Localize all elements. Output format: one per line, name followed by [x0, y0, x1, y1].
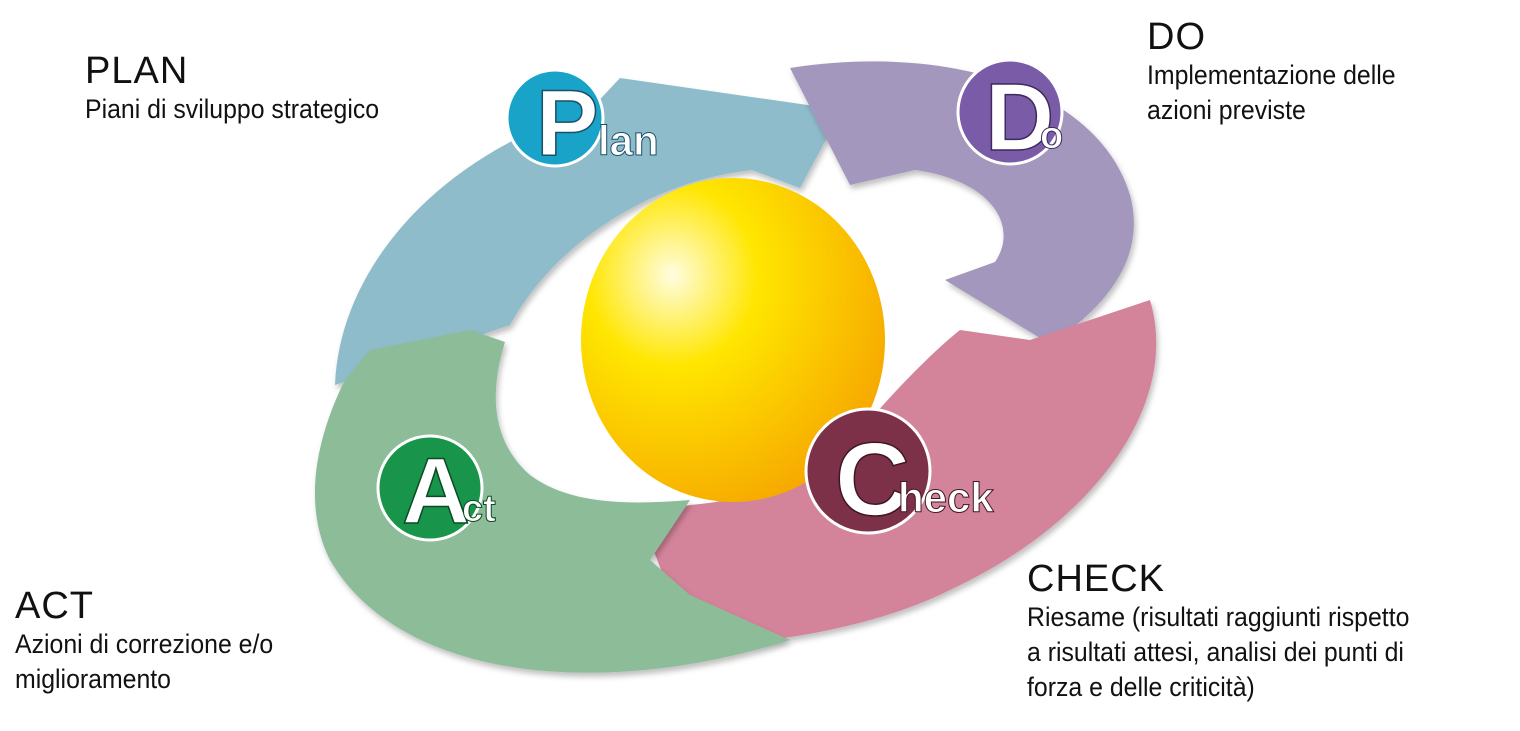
do-badge-letter: D [985, 64, 1054, 171]
center-sphere [581, 178, 885, 502]
act-badge-letter: A [402, 438, 470, 543]
act-badge: A ct [376, 434, 497, 544]
check-badge: C heck [804, 407, 995, 539]
check-heading: CHECK [1027, 558, 1166, 600]
act-arrow [314, 330, 790, 673]
do-label: DO Implementazione delle azioni previste [1147, 16, 1417, 128]
plan-heading: PLAN [85, 50, 189, 92]
check-description: Riesame (risultati raggiunti rispetto a … [1027, 602, 1410, 702]
check-badge-suffix: heck [898, 474, 994, 521]
do-badge: D o [956, 58, 1064, 172]
do-badge-suffix: o [1040, 115, 1063, 157]
plan-description: Piani di sviluppo strategico [85, 94, 380, 124]
do-description: Implementazione delle azioni previste [1147, 60, 1396, 125]
plan-badge-letter: P [536, 70, 599, 175]
plan-badge: P lan [505, 68, 659, 176]
plan-label: PLAN Piani di sviluppo strategico [85, 50, 405, 127]
act-description: Azioni di correzione e/o miglioramento [15, 629, 274, 694]
plan-badge-suffix: lan [598, 117, 659, 164]
act-badge-suffix: ct [462, 488, 496, 530]
check-label: CHECK Riesame (risultati raggiunti rispe… [1027, 558, 1443, 705]
act-label: ACT Azioni di correzione e/o miglioramen… [15, 585, 296, 697]
check-badge-letter: C [835, 422, 910, 538]
act-heading: ACT [15, 585, 94, 627]
plan-arrow [335, 78, 842, 385]
do-heading: DO [1147, 16, 1206, 58]
